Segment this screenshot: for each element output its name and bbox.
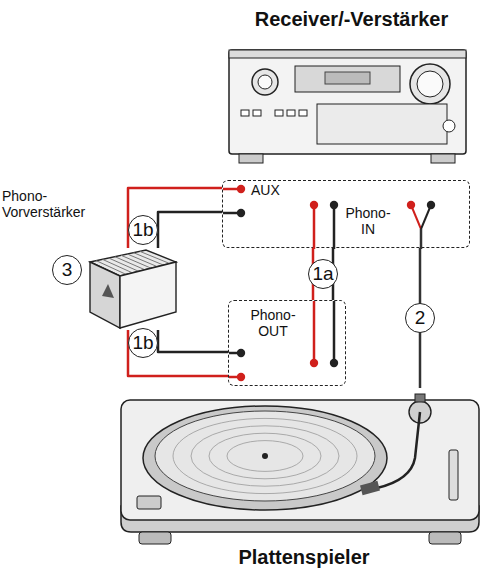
wire-stub bbox=[333, 205, 336, 249]
jack-terminal bbox=[237, 373, 245, 381]
preamp-side bbox=[90, 262, 120, 328]
callout-number: 1b bbox=[128, 215, 158, 245]
output-name: Phono- OUT bbox=[243, 307, 303, 339]
cable-wire bbox=[128, 188, 222, 248]
callout-number: 2 bbox=[405, 303, 435, 333]
output-terminals bbox=[229, 301, 338, 381]
jack-terminal bbox=[310, 201, 318, 209]
receiver-top-strip bbox=[229, 50, 466, 58]
turntable-illustration bbox=[121, 394, 479, 544]
turntable-foot bbox=[139, 532, 171, 544]
display-window bbox=[325, 72, 370, 84]
volume-knob bbox=[410, 64, 450, 104]
tonearm bbox=[377, 412, 420, 488]
preamp-illustration bbox=[90, 250, 176, 328]
pitch-slider bbox=[449, 450, 458, 500]
receiver-foot bbox=[239, 154, 263, 163]
receiver-body bbox=[229, 50, 466, 154]
jack-terminal bbox=[330, 359, 338, 367]
wire-stub bbox=[313, 205, 316, 249]
jack-terminal bbox=[407, 201, 415, 209]
lower-panel bbox=[317, 104, 447, 144]
jack-terminal bbox=[310, 359, 318, 367]
counterweight bbox=[415, 394, 425, 402]
receiver-foot bbox=[431, 154, 455, 163]
record-groove bbox=[209, 433, 321, 479]
cable-connector bbox=[128, 188, 222, 248]
receiver-illustration bbox=[229, 50, 466, 163]
display-panel bbox=[295, 66, 400, 92]
platter bbox=[143, 406, 387, 510]
small-knob bbox=[443, 120, 455, 132]
front-button bbox=[241, 110, 249, 116]
jack-terminal bbox=[237, 349, 245, 357]
callout-number: 3 bbox=[52, 255, 82, 285]
preamp-logo bbox=[102, 284, 114, 298]
cable-wire bbox=[158, 330, 228, 352]
cable-wire bbox=[158, 212, 222, 248]
input-name: AUX bbox=[251, 182, 301, 198]
record-groove bbox=[173, 418, 357, 493]
input-panel: AUX Phono- IN bbox=[222, 180, 470, 248]
preamp-front bbox=[120, 262, 176, 328]
input-name: Phono- IN bbox=[339, 205, 397, 237]
callout-number: 1b bbox=[128, 328, 158, 358]
front-button bbox=[275, 110, 283, 116]
front-button bbox=[253, 110, 261, 116]
illustration bbox=[225, 6, 480, 168]
callout-number: 1a bbox=[308, 259, 338, 289]
turntable-foot bbox=[429, 532, 461, 544]
front-button bbox=[299, 110, 307, 116]
jack-terminal bbox=[427, 201, 435, 209]
record-groove bbox=[227, 441, 303, 472]
plinth-top bbox=[121, 400, 479, 520]
input-knob-inner bbox=[258, 75, 272, 89]
preamp-unit: Phono- Vorverstärker bbox=[88, 248, 178, 330]
volume-knob-inner bbox=[417, 71, 443, 97]
device-name: Phono- Vorverstärker bbox=[2, 188, 112, 220]
cooling-fin bbox=[140, 251, 170, 263]
jack-terminal bbox=[237, 185, 245, 193]
receiver-unit: Receiver/-Verstärker bbox=[225, 6, 480, 168]
spindle bbox=[262, 453, 268, 459]
start-button bbox=[137, 496, 161, 509]
input-knob bbox=[252, 69, 278, 95]
platter-mat bbox=[155, 411, 375, 501]
illustration bbox=[88, 248, 178, 330]
jack-terminal bbox=[237, 209, 245, 217]
front-button bbox=[287, 110, 295, 116]
output-panel: Phono- OUT bbox=[228, 300, 346, 386]
record-groove bbox=[191, 426, 339, 486]
jack-terminal bbox=[330, 201, 338, 209]
wire-stub bbox=[333, 301, 336, 363]
wire-stub bbox=[313, 301, 316, 363]
wire-stub bbox=[420, 229, 423, 249]
device-heading: Receiver/-Verstärker bbox=[229, 8, 474, 31]
turntable-unit: Plattenspieler bbox=[115, 388, 490, 576]
headshell bbox=[360, 481, 380, 495]
device-heading: Plattenspieler bbox=[119, 546, 489, 569]
